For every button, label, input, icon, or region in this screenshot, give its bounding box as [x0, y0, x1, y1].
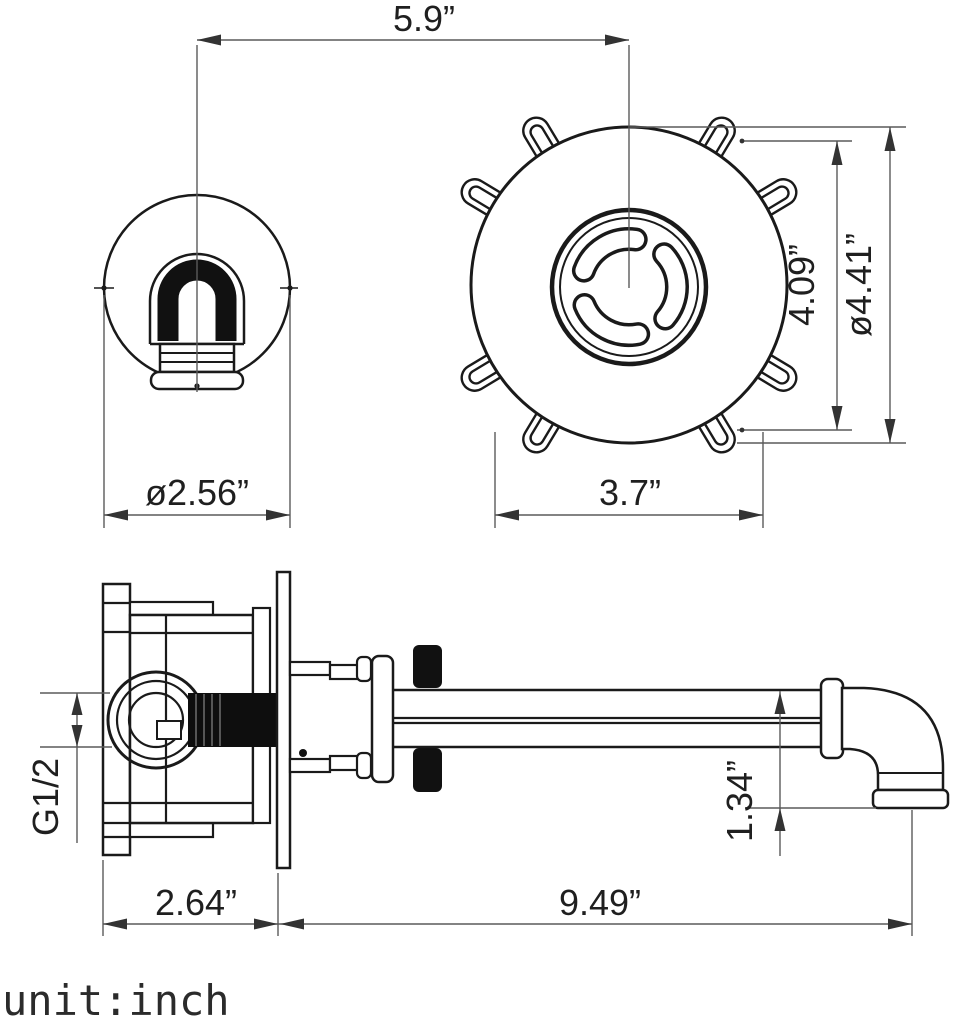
valve-top-tab — [128, 600, 215, 617]
dim-spout-offset-label: 5.9” — [393, 0, 455, 39]
dim-trim-width-label: 3.7” — [599, 472, 661, 513]
spout-tail-top-1 — [288, 660, 332, 677]
elbow-collar — [819, 677, 845, 760]
spout-front-view — [94, 193, 298, 391]
threaded-nipple — [188, 693, 277, 747]
right-quadrant-dot — [287, 285, 293, 291]
left-quadrant-dot — [101, 285, 107, 291]
dimension-labels: 5.9” ø2.56” 3.7” 4.09” ø4.41” G1/2 1.34”… — [25, 0, 879, 923]
wall-plate — [275, 570, 292, 870]
spout-tail-top-cap — [355, 655, 373, 683]
spout-tail-bottom-cap — [355, 751, 373, 780]
escutcheon-bottom-section — [413, 748, 442, 792]
dim-inlet-thread-label: G1/2 — [25, 758, 66, 836]
spout-tail-bottom-1 — [288, 757, 332, 774]
dim-valve-depth-label: 2.64” — [155, 882, 237, 923]
spout-tail-bottom-2 — [328, 754, 360, 772]
dim-trim-dia-label: ø4.41” — [838, 233, 879, 337]
dimension-arrows — [71, 34, 912, 930]
tail-dot — [299, 749, 307, 757]
spout-tail-top-2 — [328, 663, 360, 681]
valve-side-view — [101, 570, 950, 870]
dim-spout-drop-label: 1.34” — [719, 760, 760, 842]
dimension-graphics — [40, 34, 913, 936]
spout-base-flange — [370, 654, 395, 784]
dim-hole-spacing-label: 4.09” — [781, 244, 822, 326]
elbow-outlet-flange — [871, 788, 950, 810]
inlet-port-inner — [127, 691, 185, 749]
elbow-body — [840, 686, 945, 792]
unit-note: unit:inch — [2, 976, 230, 1024]
valve-bottom-tab — [128, 821, 215, 839]
dim-spout-reach-label: 9.49” — [559, 882, 641, 923]
inlet-keyway — [156, 720, 182, 740]
escutcheon-top-section — [413, 645, 442, 688]
dim-escutcheon-dia-label: ø2.56” — [145, 472, 249, 513]
